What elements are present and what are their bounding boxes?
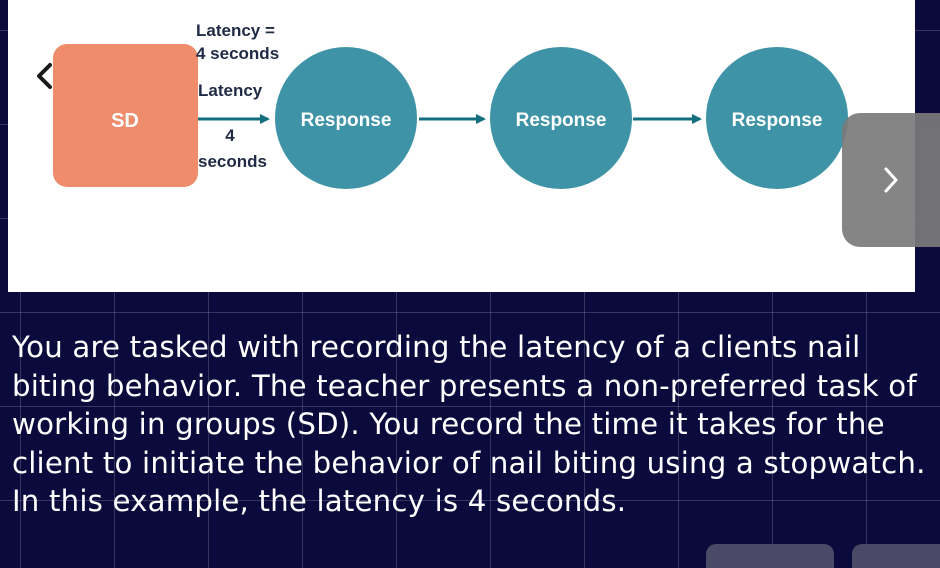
previous-slide-button[interactable] <box>28 56 62 96</box>
response-label-1: Response <box>301 110 392 131</box>
response-circle-1 <box>275 47 417 189</box>
arrow-label-latency: Latency <box>198 81 263 100</box>
response-label-2: Response <box>516 110 607 131</box>
arrow-label-number: 4 <box>225 126 235 145</box>
lesson-caption: You are tasked with recording the latenc… <box>12 330 926 518</box>
bottom-tab-right[interactable] <box>852 544 940 568</box>
bottom-tab-left[interactable] <box>706 544 834 568</box>
chevron-left-icon <box>37 63 52 89</box>
latency-diagram: SD Latency = 4 seconds Latency 4 seconds… <box>53 21 848 189</box>
sd-box <box>53 44 198 187</box>
chevron-right-icon <box>884 167 898 193</box>
slide-card: SD Latency = 4 seconds Latency 4 seconds… <box>8 0 915 292</box>
response-circle-3 <box>706 47 848 189</box>
next-slide-button[interactable] <box>842 113 940 247</box>
response-circle-2 <box>490 47 632 189</box>
latency-total-label-line1: Latency = <box>196 21 275 40</box>
arrow-label-seconds: seconds <box>198 152 267 171</box>
response-label-3: Response <box>732 110 823 131</box>
latency-total-label-line2: 4 seconds <box>196 44 279 63</box>
sd-label: SD <box>111 110 139 132</box>
